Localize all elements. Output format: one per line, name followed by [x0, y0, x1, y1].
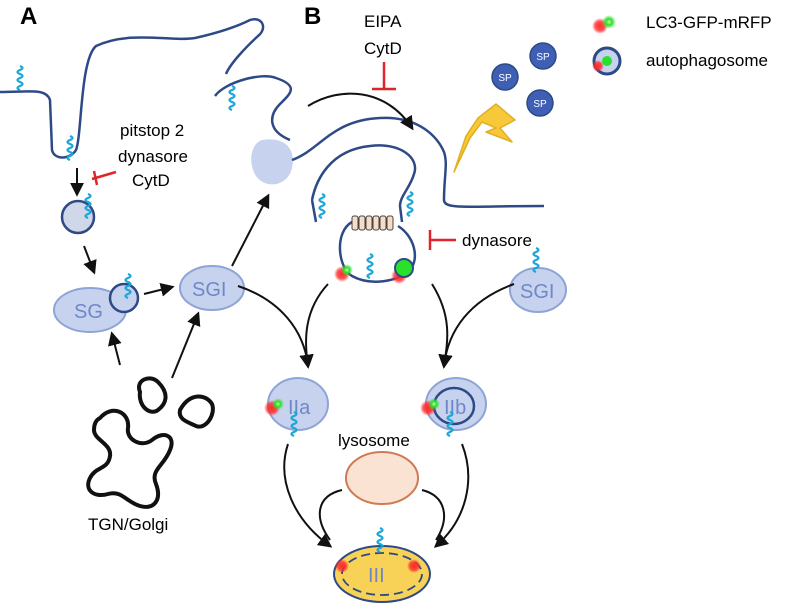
sp-label-1: SP — [498, 73, 512, 84]
panel-label-b: B — [304, 3, 321, 30]
legend-label-lc3: LC3-GFP-mRFP — [646, 13, 772, 32]
lc3-reporter-icon — [592, 15, 616, 34]
sp-label-2: SP — [536, 52, 550, 63]
arrow-golgi-to-sgi — [171, 311, 201, 379]
arrow-sgi-to-iib — [438, 283, 515, 369]
arrow-golgi-to-sg — [108, 331, 122, 366]
sgi-label-right: SGI — [520, 281, 554, 303]
inhibitor-label-a1: pitstop 2 — [120, 121, 184, 140]
arrow-sgi-to-membrane — [231, 193, 270, 267]
lc3-green-iia — [272, 398, 284, 410]
lysosome — [345, 451, 419, 505]
arrow-iib-to-iii — [433, 443, 470, 548]
arrow-iia-to-iii — [283, 443, 333, 548]
sp-particle-2: SP — [529, 42, 557, 70]
golgi-label: TGN/Golgi — [88, 515, 168, 534]
receptor-a3 — [228, 84, 236, 112]
inhibitor-label-b1: EIPA — [364, 12, 402, 31]
arrow-pit-to-iib — [431, 283, 453, 369]
lc3-red-iii-right — [407, 559, 421, 573]
arrow-lyso-to-iii-right — [421, 489, 445, 541]
lc3-green-iib — [428, 398, 440, 410]
receptor-a2 — [66, 134, 74, 162]
receptor-b1 — [318, 192, 326, 220]
sp-label-3: SP — [533, 99, 547, 110]
plasma-membrane-a — [0, 17, 265, 159]
iii-label: III — [368, 565, 385, 587]
dynamin-collar — [351, 215, 394, 231]
iia-label: IIa — [288, 397, 311, 419]
arrow-sg-to-sgi — [143, 282, 175, 297]
receptor-a1 — [16, 64, 24, 92]
arrow-pit-to-iia — [299, 283, 329, 369]
panel-label-a: A — [20, 3, 37, 30]
sp-particle-3: SP — [526, 89, 554, 117]
inhibitor-label-b2: CytD — [364, 39, 402, 58]
autophagosome-pit — [394, 258, 414, 278]
arrow-lyso-to-iii-left — [318, 489, 343, 541]
inhibitor-label-b3: dynasore — [462, 231, 532, 250]
inhibitor-label-a3: CytD — [132, 171, 170, 190]
lysosome-label: lysosome — [338, 431, 410, 450]
arrow-sgi-to-iia — [237, 285, 314, 369]
autophagosome-icon — [592, 46, 622, 76]
sg-label: SG — [74, 301, 103, 323]
legend: LC3-GFP-mRFP autophagosome — [592, 13, 772, 76]
endocytic-pit-b — [338, 220, 417, 283]
inhibitor-label-a2: dynasore — [118, 147, 188, 166]
sp-particle-1: SP — [491, 63, 519, 91]
plasma-membrane-b-right — [291, 116, 545, 209]
invagination-membrane — [310, 144, 417, 223]
iib-label: IIb — [444, 397, 466, 419]
inhibitor-bar-a — [92, 170, 99, 186]
macropinocytic-cup — [251, 139, 293, 185]
iii-inner-membrane — [341, 552, 423, 596]
golgi-stack — [86, 376, 215, 509]
lightning-bolt-icon — [453, 103, 516, 173]
legend-label-autophagosome: autophagosome — [646, 51, 768, 70]
plasma-membrane-b-left — [213, 74, 292, 142]
sg-fusing-vesicle — [108, 282, 140, 314]
arrow-vesicle-to-sg — [83, 245, 97, 275]
receptor-b3 — [366, 252, 374, 280]
arrow-macropinocytosis — [307, 92, 414, 131]
sgi-label-left: SGI — [192, 279, 226, 301]
lc3-red-iii-left — [335, 559, 349, 573]
receptor-b2 — [406, 190, 414, 218]
lc3-green-b1 — [341, 264, 353, 276]
